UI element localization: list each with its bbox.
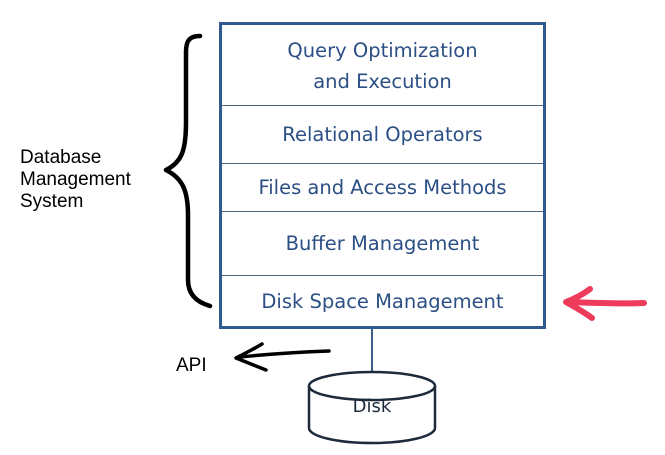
api-label: API	[176, 355, 207, 376]
layer-files-access-methods: Files and Access Methods	[222, 164, 543, 212]
dbms-label-line: Management	[20, 169, 131, 190]
highlight-arrow	[563, 286, 647, 321]
dbms-label-line: Database	[20, 147, 102, 168]
layer-disk-space-management: Disk Space Management	[261, 289, 504, 313]
layer-query-optimization: Query Optimization and Execution	[222, 25, 543, 106]
disk-label: Disk	[352, 396, 392, 417]
dbms-label-line: System	[20, 191, 84, 212]
layer-relational-operators: Relational Operators	[222, 106, 543, 164]
dbms-brace	[163, 33, 213, 309]
dbms-layer-stack: Query Optimization and Execution Relatio…	[219, 22, 546, 329]
dbms-label: Database Management System	[20, 147, 131, 213]
layer-buffer-management: Buffer Management	[222, 212, 543, 276]
api-arrow	[234, 342, 331, 372]
